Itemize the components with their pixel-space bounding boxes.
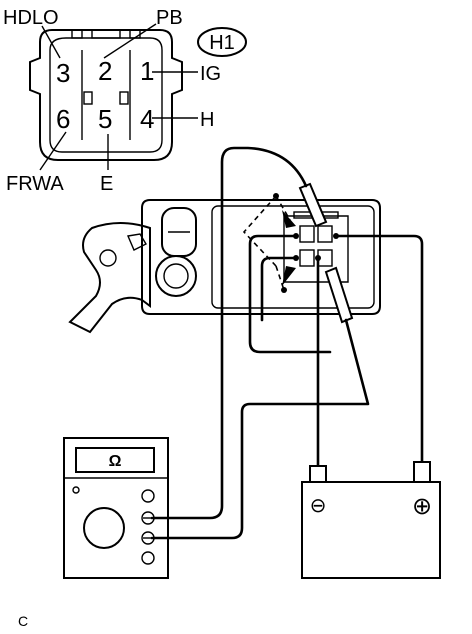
connector-outer-housing — [29, 29, 183, 161]
battery-positive-terminal — [413, 461, 431, 483]
connector-inner-housing — [49, 37, 163, 153]
terminal-dot — [273, 193, 279, 199]
battery-case — [301, 481, 441, 579]
test-probe-upper — [298, 182, 328, 228]
terminal-cell — [299, 249, 315, 267]
connector-lock-tab — [71, 29, 83, 39]
connector-key — [119, 91, 129, 105]
pin-name-frwa: FRWA — [6, 173, 64, 195]
pin-name-ig: IG — [200, 63, 221, 85]
terminal-dot — [333, 233, 339, 239]
relay-connector-frame — [211, 205, 375, 309]
mounting-bracket — [68, 222, 151, 334]
test-probe-lower — [324, 266, 354, 324]
jumper-wire-left — [242, 195, 277, 267]
terminal-dot — [281, 287, 287, 293]
pin-4-number: 4 — [140, 104, 154, 134]
terminal-dot — [293, 233, 299, 239]
bracket-hole — [99, 249, 117, 267]
connector-h1: 3 2 1 6 5 4 HDLO PB IG FRWA E H H1 — [3, 7, 247, 195]
connector-id-label: H1 — [209, 32, 235, 54]
terminal-dot — [315, 255, 321, 261]
wire-meter-to-probe-lower — [150, 318, 370, 540]
ohmmeter-jack-com — [141, 511, 155, 525]
pin-name-pb: PB — [156, 7, 183, 29]
ohmmeter: Ω — [63, 437, 169, 579]
pin-name-e: E — [100, 173, 113, 195]
relay-round-port — [155, 255, 197, 297]
wire-battery-positive — [334, 234, 424, 464]
relay-round-port-inner — [163, 263, 189, 289]
ohmmeter-dial — [83, 507, 125, 549]
wire-jumper-loop — [248, 234, 332, 354]
ohmmeter-unit-label: Ω — [109, 453, 122, 470]
jumper-wire-lower — [275, 265, 285, 291]
connector-lock-tab — [129, 29, 141, 39]
pin-name-hdlo: HDLO — [3, 7, 59, 29]
arrow-icon — [282, 266, 296, 286]
pin-1-number: 1 — [140, 56, 154, 86]
battery: ⊖ ⊕ — [301, 461, 441, 579]
terminal-cell — [317, 225, 333, 243]
wire-jumper-inner — [260, 256, 298, 322]
battery-negative-terminal — [309, 465, 327, 483]
relay-terminal-socket — [283, 215, 349, 283]
relay-component — [68, 199, 381, 334]
connector-key — [83, 91, 93, 105]
pin-5-number: 5 — [98, 104, 112, 134]
arrow-icon — [282, 210, 296, 228]
pin-2-number: 2 — [98, 56, 112, 86]
connector-id-badge — [197, 27, 247, 57]
leader-frwa — [39, 131, 67, 171]
leader-hdlo — [41, 25, 61, 59]
terminal-cell — [299, 225, 315, 243]
terminal-dot — [293, 255, 299, 261]
pin-3-number: 3 — [56, 58, 70, 88]
ohmmeter-body — [63, 437, 169, 579]
leader-pb — [103, 23, 157, 59]
battery-negative-symbol: ⊖ — [310, 495, 327, 517]
connector-lock-tab — [91, 29, 121, 39]
battery-positive-symbol: ⊕ — [412, 493, 432, 520]
wire-meter-to-probe — [150, 146, 308, 520]
pin-6-number: 6 — [56, 104, 70, 134]
figure-code: C — [18, 613, 28, 629]
ohmmeter-indicator — [72, 486, 80, 494]
relay-body — [141, 199, 381, 315]
ohmmeter-jack — [141, 551, 155, 565]
bracket-tab — [127, 233, 147, 251]
ohmmeter-jack — [141, 489, 155, 503]
pin-name-h: H — [200, 109, 214, 131]
ohmmeter-display — [75, 447, 155, 473]
jumper-wire-upper — [275, 195, 291, 221]
ohmmeter-jack-v — [141, 531, 155, 545]
